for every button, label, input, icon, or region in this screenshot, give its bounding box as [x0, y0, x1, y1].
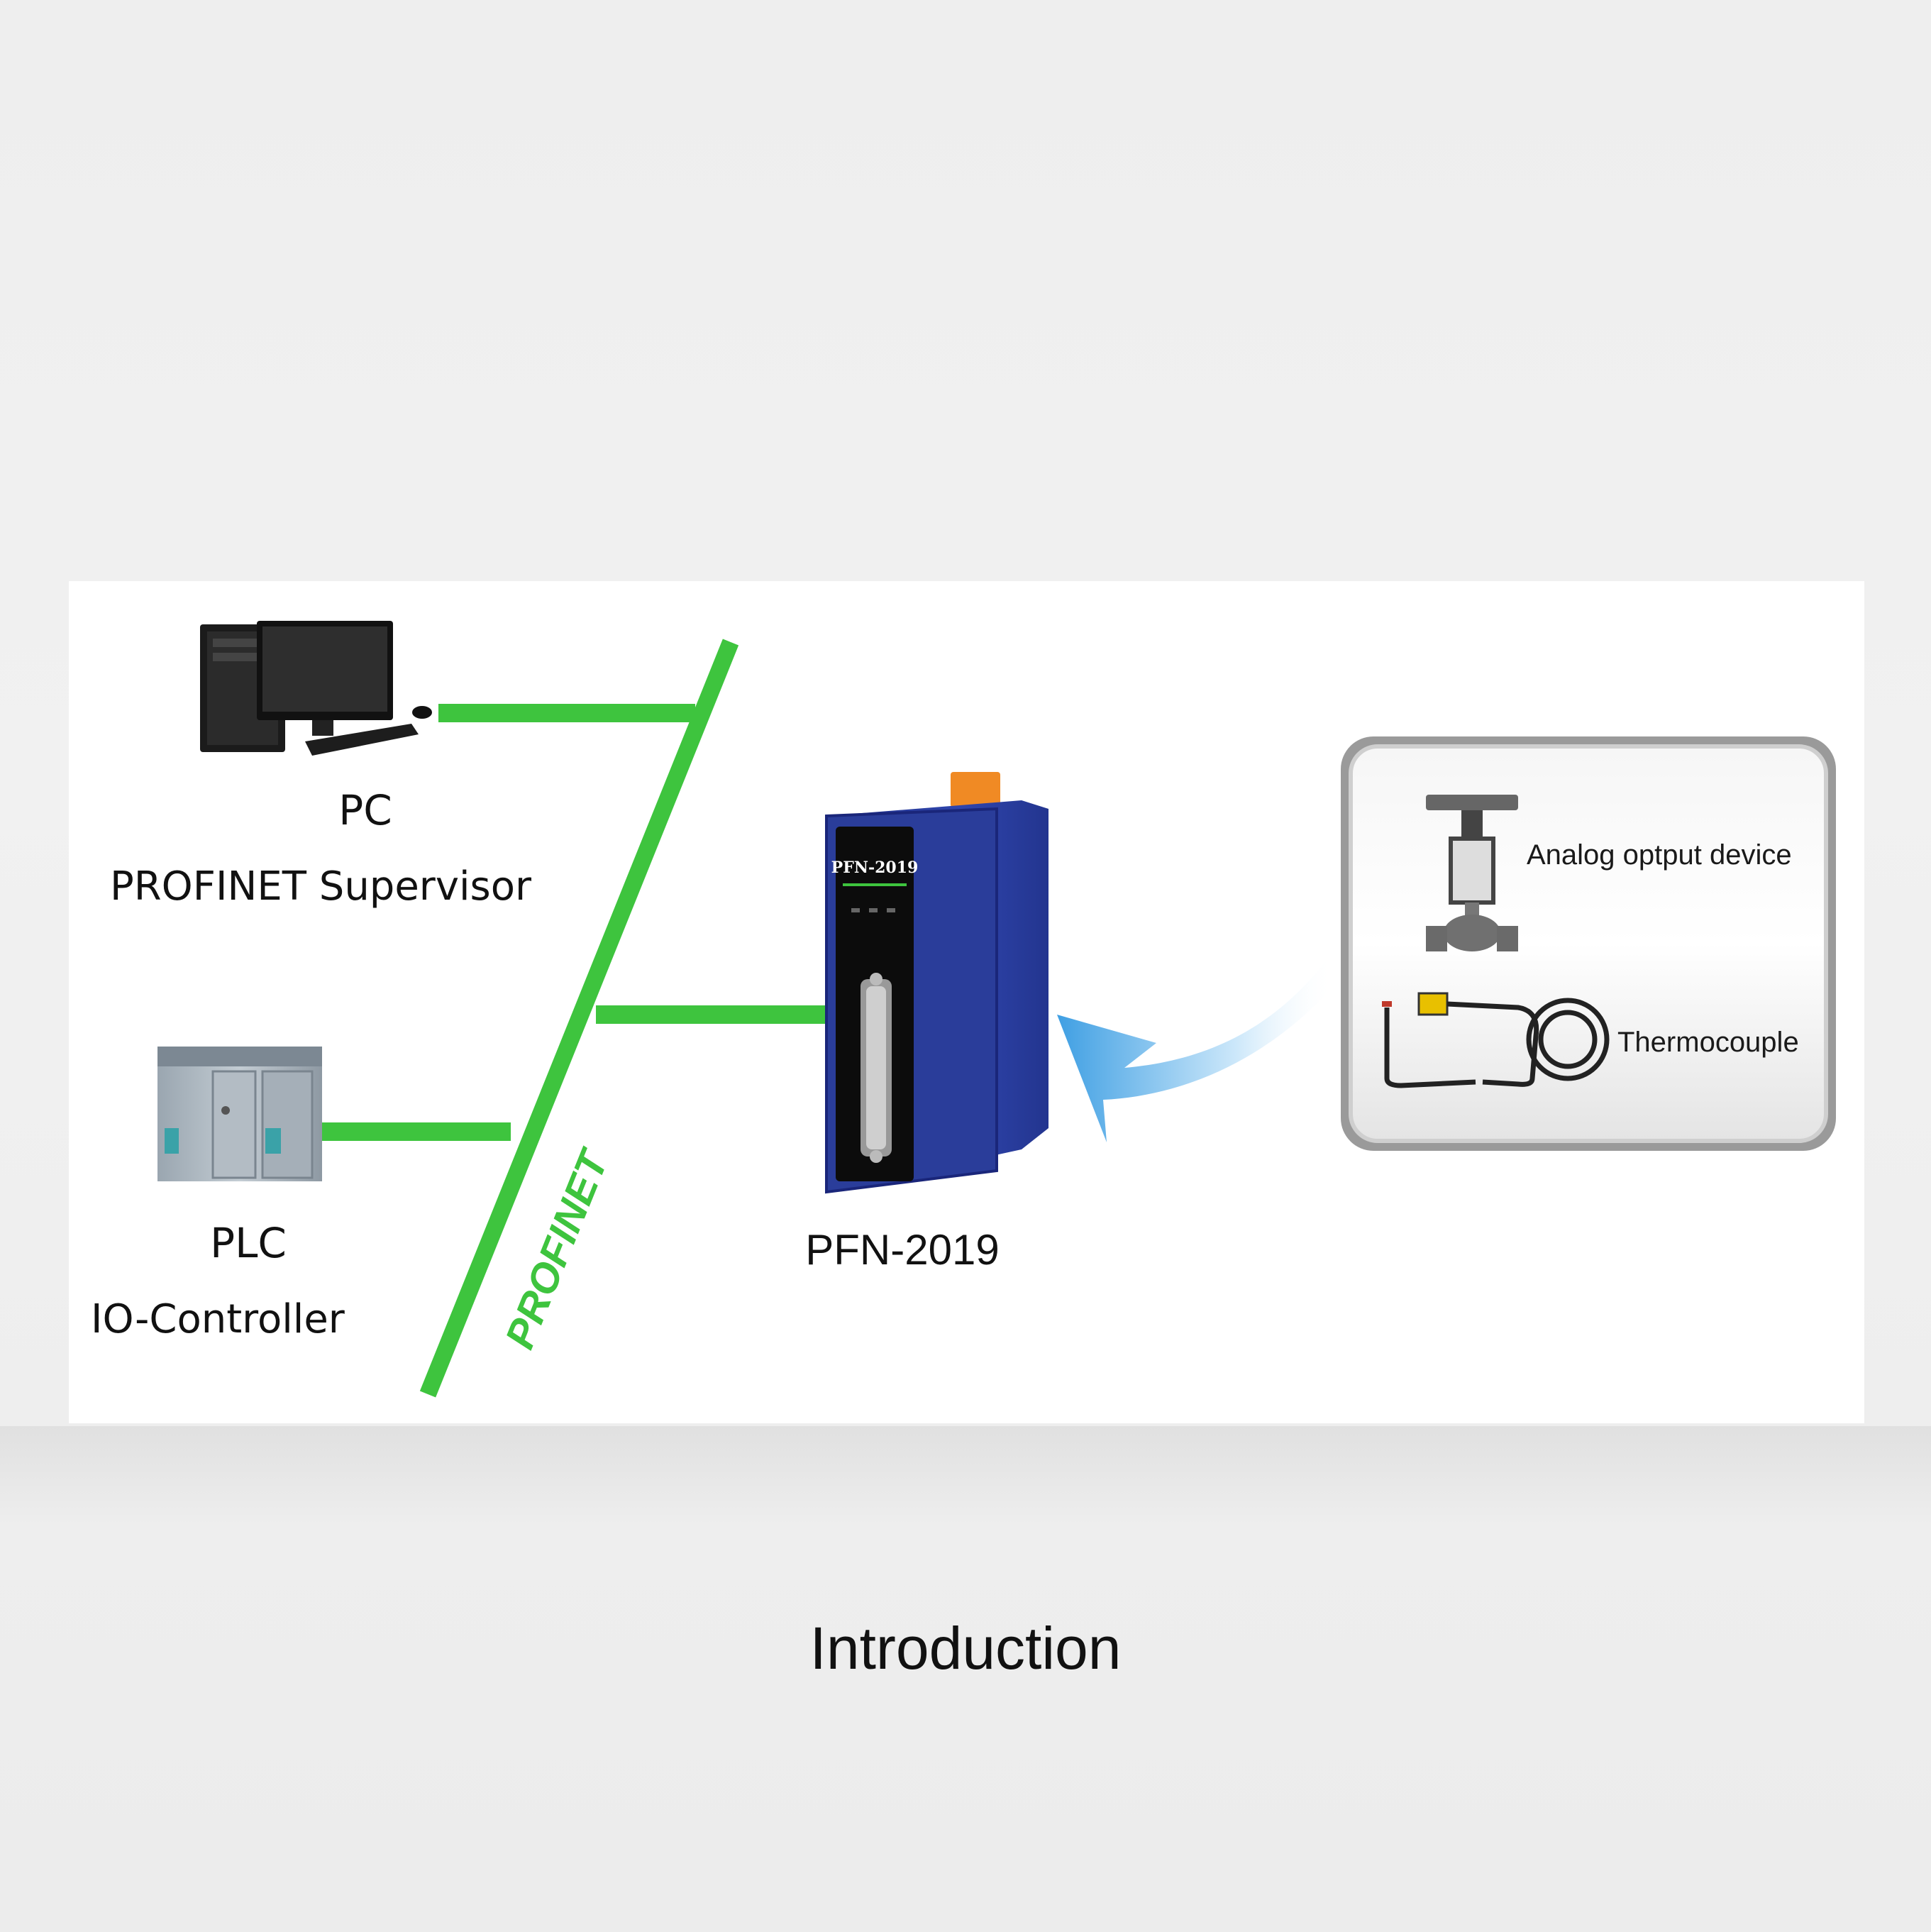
bus-trunk-line	[419, 639, 739, 1398]
caption: Introduction	[809, 1615, 1122, 1682]
pfn-2019-module-icon: PFN-2019	[825, 772, 1049, 1194]
computer-icon	[200, 621, 432, 756]
device-thermocouple-label: Thermocouple	[1617, 1027, 1799, 1058]
terminal-block-icon	[951, 772, 1000, 807]
devices-box	[1341, 736, 1836, 1151]
thermocouple-icon	[1382, 992, 1610, 1088]
input-arrow-icon	[1057, 951, 1334, 1142]
module-name: PFN-2019	[805, 1226, 999, 1274]
module-front-label: PFN-2019	[831, 859, 919, 877]
plc-subtitle: IO-Controller	[91, 1296, 345, 1342]
control-valve-icon	[1426, 795, 1518, 951]
device-analog-output-label: Analog optput device	[1527, 839, 1792, 871]
panel-shadow	[0, 1426, 1931, 1525]
plc-icon	[157, 1047, 322, 1181]
pc-subtitle: PROFINET Supervisor	[110, 863, 532, 910]
pc-title: PC	[338, 786, 392, 834]
plc-title: PLC	[210, 1219, 287, 1267]
profinet-bus	[321, 639, 826, 1398]
